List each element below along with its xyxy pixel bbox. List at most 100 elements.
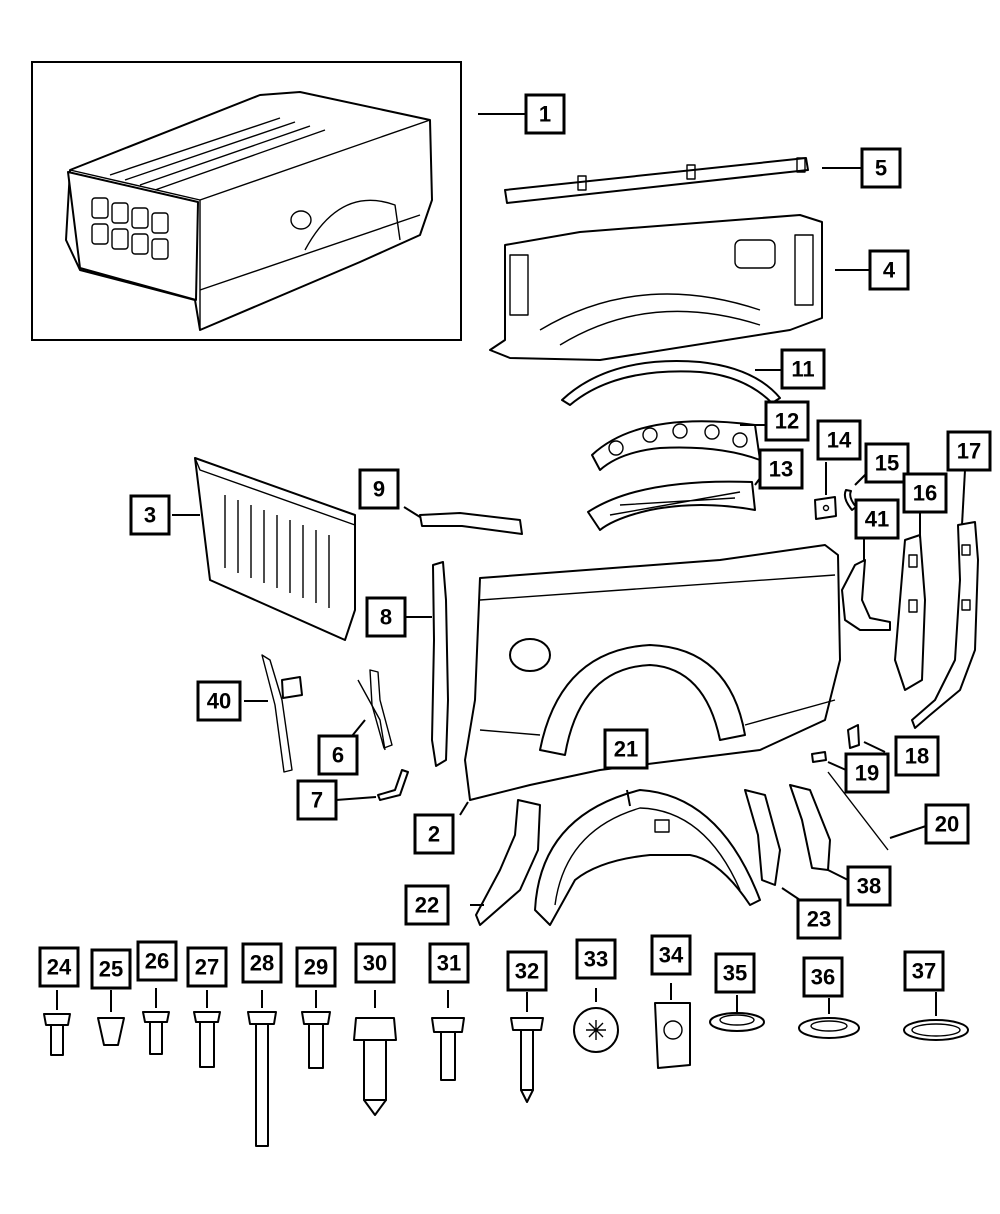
callout-boxes: 1 2 3 4 5 6 7 8 9 11 12 13 14 15 16 17 1… (38, 93, 992, 998)
svg-text:17: 17 (957, 439, 981, 464)
bolt-27 (193, 990, 221, 1068)
callout-2: 2 (413, 813, 455, 855)
svg-text:35: 35 (723, 961, 747, 986)
stake-pocket-panel (894, 534, 926, 691)
svg-text:3: 3 (144, 503, 156, 528)
svg-text:11: 11 (791, 357, 814, 382)
rear-corner-post (431, 561, 449, 767)
svg-text:16: 16 (913, 481, 937, 506)
clip-7 (377, 769, 409, 801)
svg-text:5: 5 (875, 156, 887, 181)
svg-text:27: 27 (195, 955, 219, 980)
callout-3: 3 (129, 494, 171, 536)
callout-8: 8 (365, 596, 407, 638)
front-rail (504, 157, 809, 204)
tailgate-support-6 (357, 669, 393, 751)
inner-wheelhouse (534, 789, 761, 926)
svg-text:29: 29 (304, 955, 328, 980)
callout-25: 25 (90, 948, 132, 990)
callout-38: 38 (846, 865, 892, 907)
callout-11: 11 (780, 348, 826, 390)
svg-text:9: 9 (373, 477, 385, 502)
callout-28: 28 (241, 942, 283, 984)
callout-14: 14 (816, 419, 862, 461)
small-bracket-18 (847, 724, 860, 749)
callout-16: 16 (902, 472, 948, 514)
svg-text:36: 36 (811, 965, 835, 990)
callout-17: 17 (946, 430, 992, 472)
callout-7: 7 (296, 779, 338, 821)
svg-text:21: 21 (614, 737, 638, 762)
fasteners-row (43, 983, 969, 1147)
callout-33: 33 (575, 938, 617, 980)
callout-22: 22 (404, 884, 450, 926)
svg-text:12: 12 (775, 409, 799, 434)
bed-side-panel (464, 544, 841, 801)
callout-4: 4 (868, 249, 910, 291)
bolt-24 (43, 990, 71, 1056)
rear-pillar (911, 521, 979, 729)
curved-clip (843, 489, 857, 511)
svg-text:31: 31 (437, 951, 461, 976)
callout-36: 36 (802, 956, 844, 998)
tailgate-bracket (419, 512, 523, 535)
wheelhouse-panel-upper (591, 420, 761, 471)
clip-19 (811, 751, 827, 763)
callout-35: 35 (714, 952, 756, 994)
pointed-bolt-32 (510, 992, 544, 1103)
svg-text:1: 1 (539, 102, 551, 127)
svg-text:19: 19 (855, 761, 879, 786)
wheelhouse-extension-22 (475, 799, 541, 926)
callout-26: 26 (136, 940, 178, 982)
tailgate (194, 457, 356, 641)
callout-30: 30 (354, 942, 396, 984)
callout-9: 9 (358, 468, 400, 510)
callout-18: 18 (894, 735, 940, 777)
callout-20: 20 (924, 803, 970, 845)
callout-23: 23 (796, 898, 842, 940)
clip-nut-25 (97, 990, 125, 1046)
callout-15: 15 (864, 442, 910, 484)
callout-40: 40 (196, 680, 242, 722)
callout-32: 32 (506, 950, 548, 992)
callout-31: 31 (428, 942, 470, 984)
svg-text:38: 38 (857, 874, 881, 899)
svg-text:6: 6 (332, 743, 344, 768)
callout-37: 37 (903, 950, 945, 992)
svg-text:30: 30 (363, 951, 387, 976)
callout-5: 5 (860, 147, 902, 189)
svg-text:8: 8 (380, 605, 392, 630)
cage-nut-34 (654, 983, 691, 1069)
svg-text:32: 32 (515, 959, 539, 984)
svg-text:24: 24 (47, 955, 72, 980)
svg-text:33: 33 (584, 947, 608, 972)
side-trim-bracket (841, 559, 891, 631)
svg-text:14: 14 (827, 428, 852, 453)
callout-21: 21 (603, 728, 649, 770)
callout-29: 29 (295, 946, 337, 988)
svg-text:34: 34 (659, 943, 684, 968)
callout-27: 27 (186, 946, 228, 988)
wheelhouse-trim (561, 360, 781, 406)
svg-text:28: 28 (250, 951, 274, 976)
rod-20 (827, 771, 889, 851)
svg-text:37: 37 (912, 959, 936, 984)
svg-text:23: 23 (807, 907, 831, 932)
large-bolt-30 (353, 990, 397, 1116)
small-plate (814, 496, 837, 520)
callout-13: 13 (758, 448, 804, 490)
wheelhouse-extension-23 (744, 789, 781, 886)
callout-1: 1 (524, 93, 566, 135)
bolt-29 (301, 990, 331, 1069)
tailgate-recesses (91, 197, 169, 260)
bolt-31 (431, 990, 465, 1081)
svg-text:18: 18 (905, 744, 929, 769)
wheelhouse-panel-lower (587, 480, 756, 531)
ring-37 (903, 992, 969, 1041)
svg-text:20: 20 (935, 812, 959, 837)
svg-text:25: 25 (99, 957, 123, 982)
callout-24: 24 (38, 946, 80, 988)
svg-text:4: 4 (883, 258, 896, 283)
svg-text:40: 40 (207, 689, 231, 714)
